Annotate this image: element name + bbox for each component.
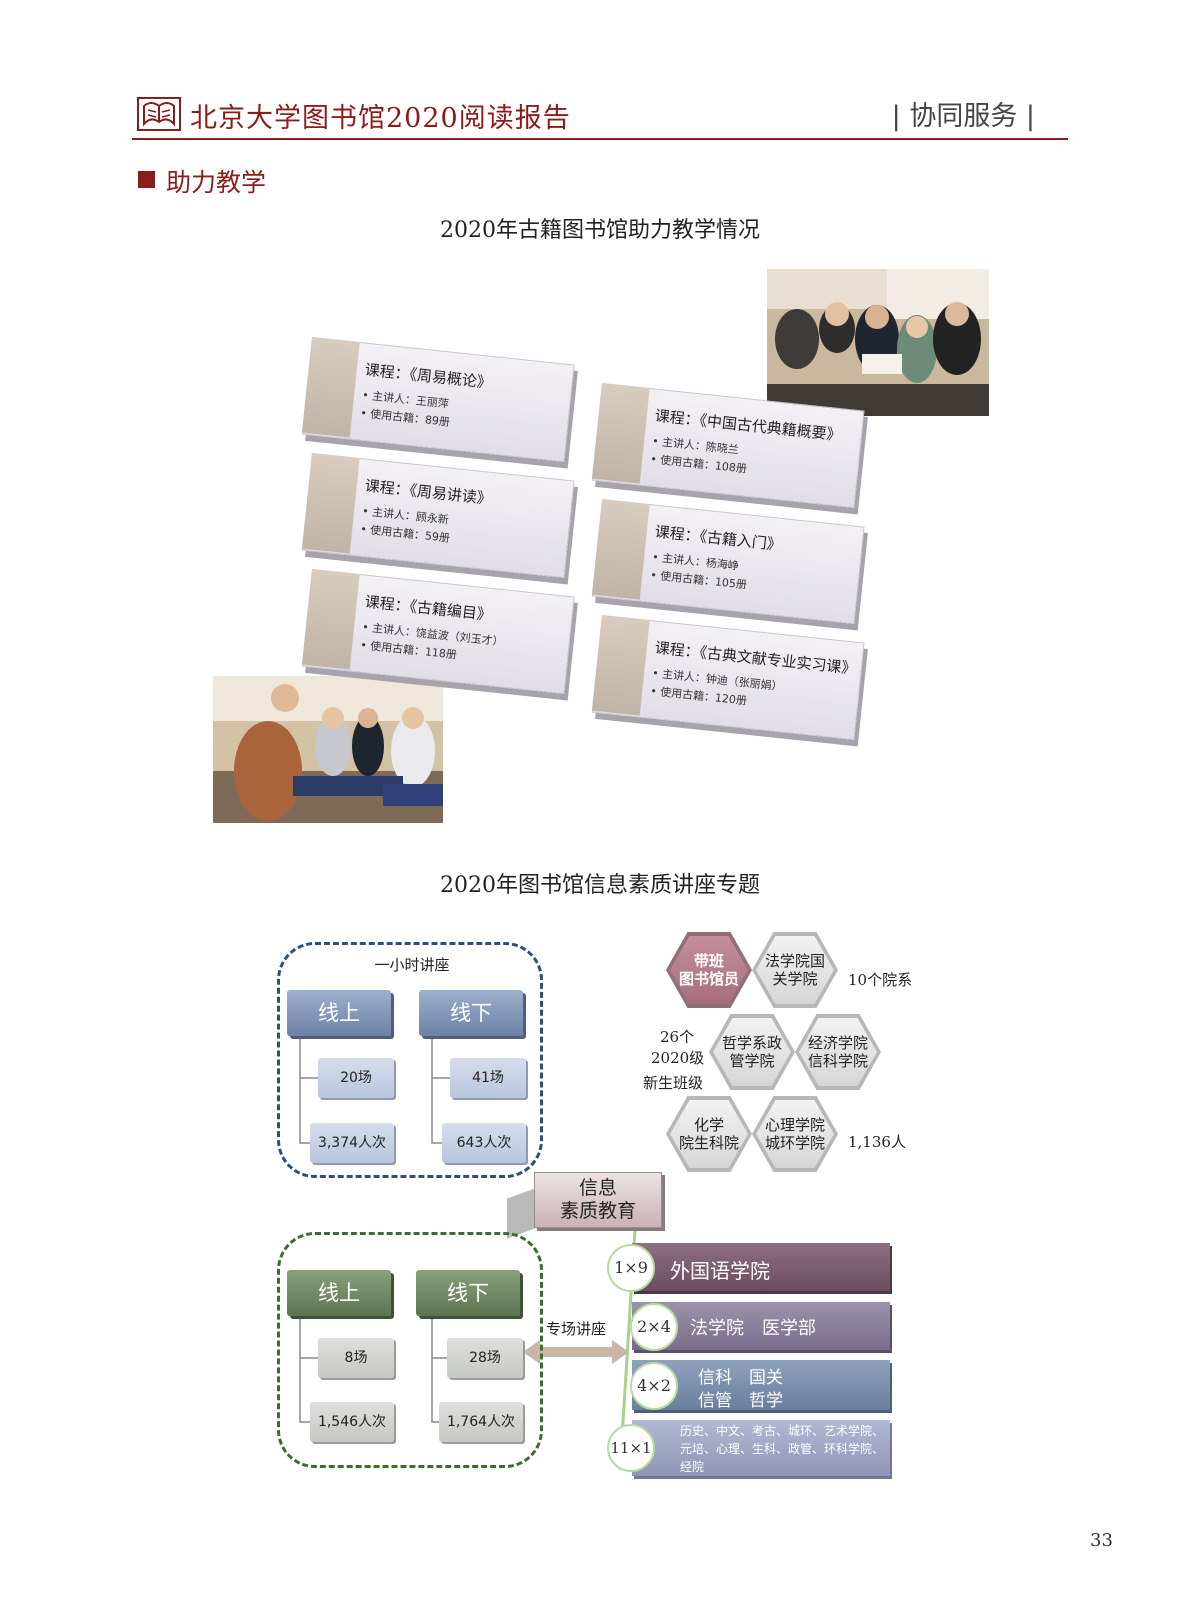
row-text: 经院 — [680, 1460, 705, 1474]
info-literacy-center: 信息素质教育 — [534, 1172, 662, 1228]
special-online-attendance: 1,546人次 — [310, 1402, 394, 1442]
departments-count: 10个院系 — [848, 971, 913, 989]
special-offline-sessions: 28场 — [447, 1338, 523, 1378]
classes-count: 26个 — [660, 1028, 695, 1046]
classroom-photo-top — [767, 269, 989, 416]
ratio-circle: 1×9 — [607, 1244, 655, 1292]
section-title: 助力教学 — [166, 168, 267, 197]
hour-online-attendance: 3,374人次 — [310, 1123, 394, 1163]
hour-lectures-label: 一小时讲座 — [362, 954, 462, 975]
row-text: 信管 哲学 — [698, 1391, 783, 1411]
hex-label: 经济学院信科学院 — [799, 1018, 877, 1086]
hex-label: 哲学系政管学院 — [713, 1018, 791, 1086]
classes-year: 2020级 — [651, 1049, 705, 1067]
hour-online-label: 线上 — [287, 990, 391, 1036]
hex-psychology: 心理学院城环学院 — [752, 1096, 838, 1172]
special-online-sessions: 8场 — [318, 1338, 394, 1378]
row-text: 元培、心理、生科、政管、环科学院、 — [680, 1442, 885, 1456]
report-title: 北京大学图书馆2020阅读报告 — [190, 103, 571, 134]
library-logo-icon — [137, 97, 181, 131]
row-text: 法学院 医学部 — [690, 1318, 816, 1339]
section-label: | 协同服务 | — [891, 101, 1035, 132]
figure1-title: 2020年古籍图书馆助力教学情况 — [440, 218, 760, 243]
special-lectures-label: 专场讲座 — [546, 1320, 607, 1338]
hour-online-sessions: 20场 — [318, 1058, 394, 1098]
row-eleven-schools: 历史、中文、考古、城环、艺术学院、 元培、心理、生科、政管、环科学院、 经院 — [632, 1420, 890, 1476]
hour-lectures-group — [277, 942, 543, 1178]
hex-label: 带班图书馆员 — [670, 936, 748, 1004]
row-text: 历史、中文、考古、城环、艺术学院、 — [680, 1424, 885, 1438]
hex-label: 化学院生科院 — [670, 1100, 748, 1168]
ratio-circle: 4×2 — [630, 1362, 678, 1410]
hour-offline-label: 线下 — [419, 990, 523, 1036]
special-online-label: 线上 — [287, 1270, 391, 1316]
hex-label: 法学院国关学院 — [756, 936, 834, 1004]
figure2-title: 2020年图书馆信息素质讲座专题 — [440, 873, 760, 898]
row-text: 外国语学院 — [670, 1259, 770, 1283]
ratio-circle: 11×1 — [607, 1424, 655, 1472]
hex-label: 心理学院城环学院 — [756, 1100, 834, 1168]
hour-offline-sessions: 41场 — [450, 1058, 526, 1098]
page-number: 33 — [1090, 1530, 1113, 1551]
people-count: 1,136人 — [848, 1133, 906, 1151]
ratio-circle: 2×4 — [630, 1303, 678, 1351]
hour-offline-attendance: 643人次 — [442, 1123, 526, 1163]
header-divider — [132, 138, 1068, 140]
row-text: 信科 国关 — [698, 1368, 783, 1388]
special-offline-label: 线下 — [416, 1270, 520, 1316]
special-lectures-group — [277, 1232, 543, 1468]
section-marker-icon — [138, 171, 155, 188]
classes-label: 新生班级 — [643, 1074, 704, 1092]
row-foreign-languages: 外国语学院 — [632, 1243, 890, 1291]
special-offline-attendance: 1,764人次 — [439, 1402, 523, 1442]
classroom-photo-bottom — [213, 676, 443, 823]
